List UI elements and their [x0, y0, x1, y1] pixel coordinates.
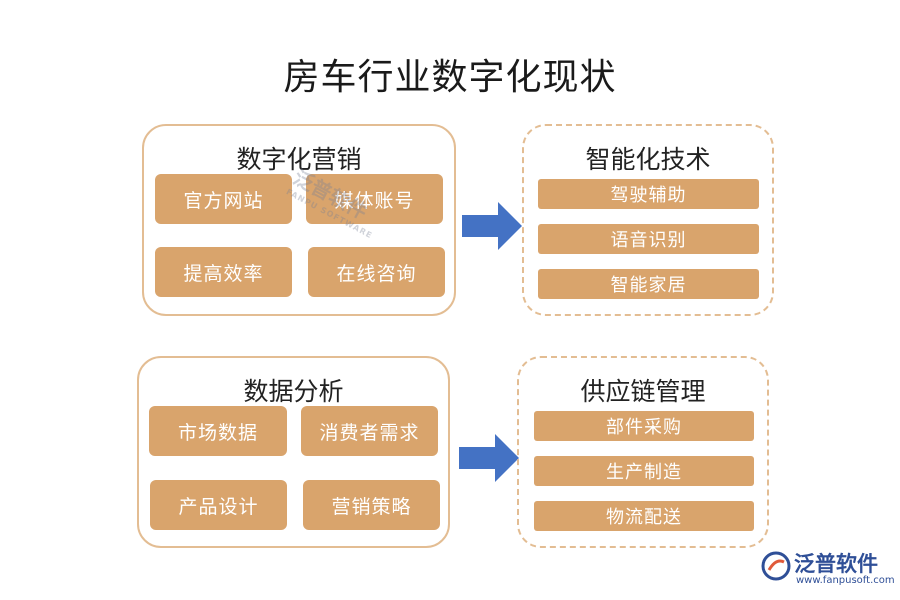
fanpu-logo: 泛普软件 www.fanpusoft.com	[760, 548, 895, 592]
tile-consumer-demand: 消费者需求	[301, 406, 438, 456]
tile-product-design: 产品设计	[150, 480, 287, 530]
bar-logistics: 物流配送	[534, 501, 754, 531]
arrow-right-icon	[459, 434, 519, 482]
logo-icon	[761, 551, 791, 581]
bar-voice-recognition: 语音识别	[538, 224, 759, 254]
bar-manufacturing: 生产制造	[534, 456, 754, 486]
diagram-title: 房车行业数字化现状	[283, 57, 617, 98]
panel-digital-marketing: 数字化营销	[142, 124, 456, 316]
tile-marketing-strategy: 营销策略	[303, 480, 440, 530]
panel-supply-chain: 供应链管理	[517, 356, 769, 548]
tile-online-consulting: 在线咨询	[308, 247, 445, 297]
logo-url: www.fanpusoft.com	[796, 575, 895, 586]
panel-title-digital-marketing: 数字化营销	[236, 145, 362, 174]
arrow-right-icon	[462, 202, 522, 250]
tile-market-data: 市场数据	[149, 406, 287, 456]
bar-smart-home: 智能家居	[538, 269, 759, 299]
panel-smart-tech: 智能化技术	[522, 124, 774, 316]
tile-media-account: 媒体账号	[306, 174, 443, 224]
panel-title-smart-tech: 智能化技术	[585, 145, 711, 174]
bar-parts-procurement: 部件采购	[534, 411, 754, 441]
tile-official-website: 官方网站	[155, 174, 292, 224]
bar-driving-assist: 驾驶辅助	[538, 179, 759, 209]
panel-title-data-analysis: 数据分析	[243, 377, 344, 406]
tile-improve-efficiency: 提高效率	[155, 247, 292, 297]
panel-title-supply-chain: 供应链管理	[580, 377, 706, 406]
logo-name: 泛普软件	[794, 552, 878, 576]
panel-data-analysis: 数据分析	[137, 356, 450, 548]
